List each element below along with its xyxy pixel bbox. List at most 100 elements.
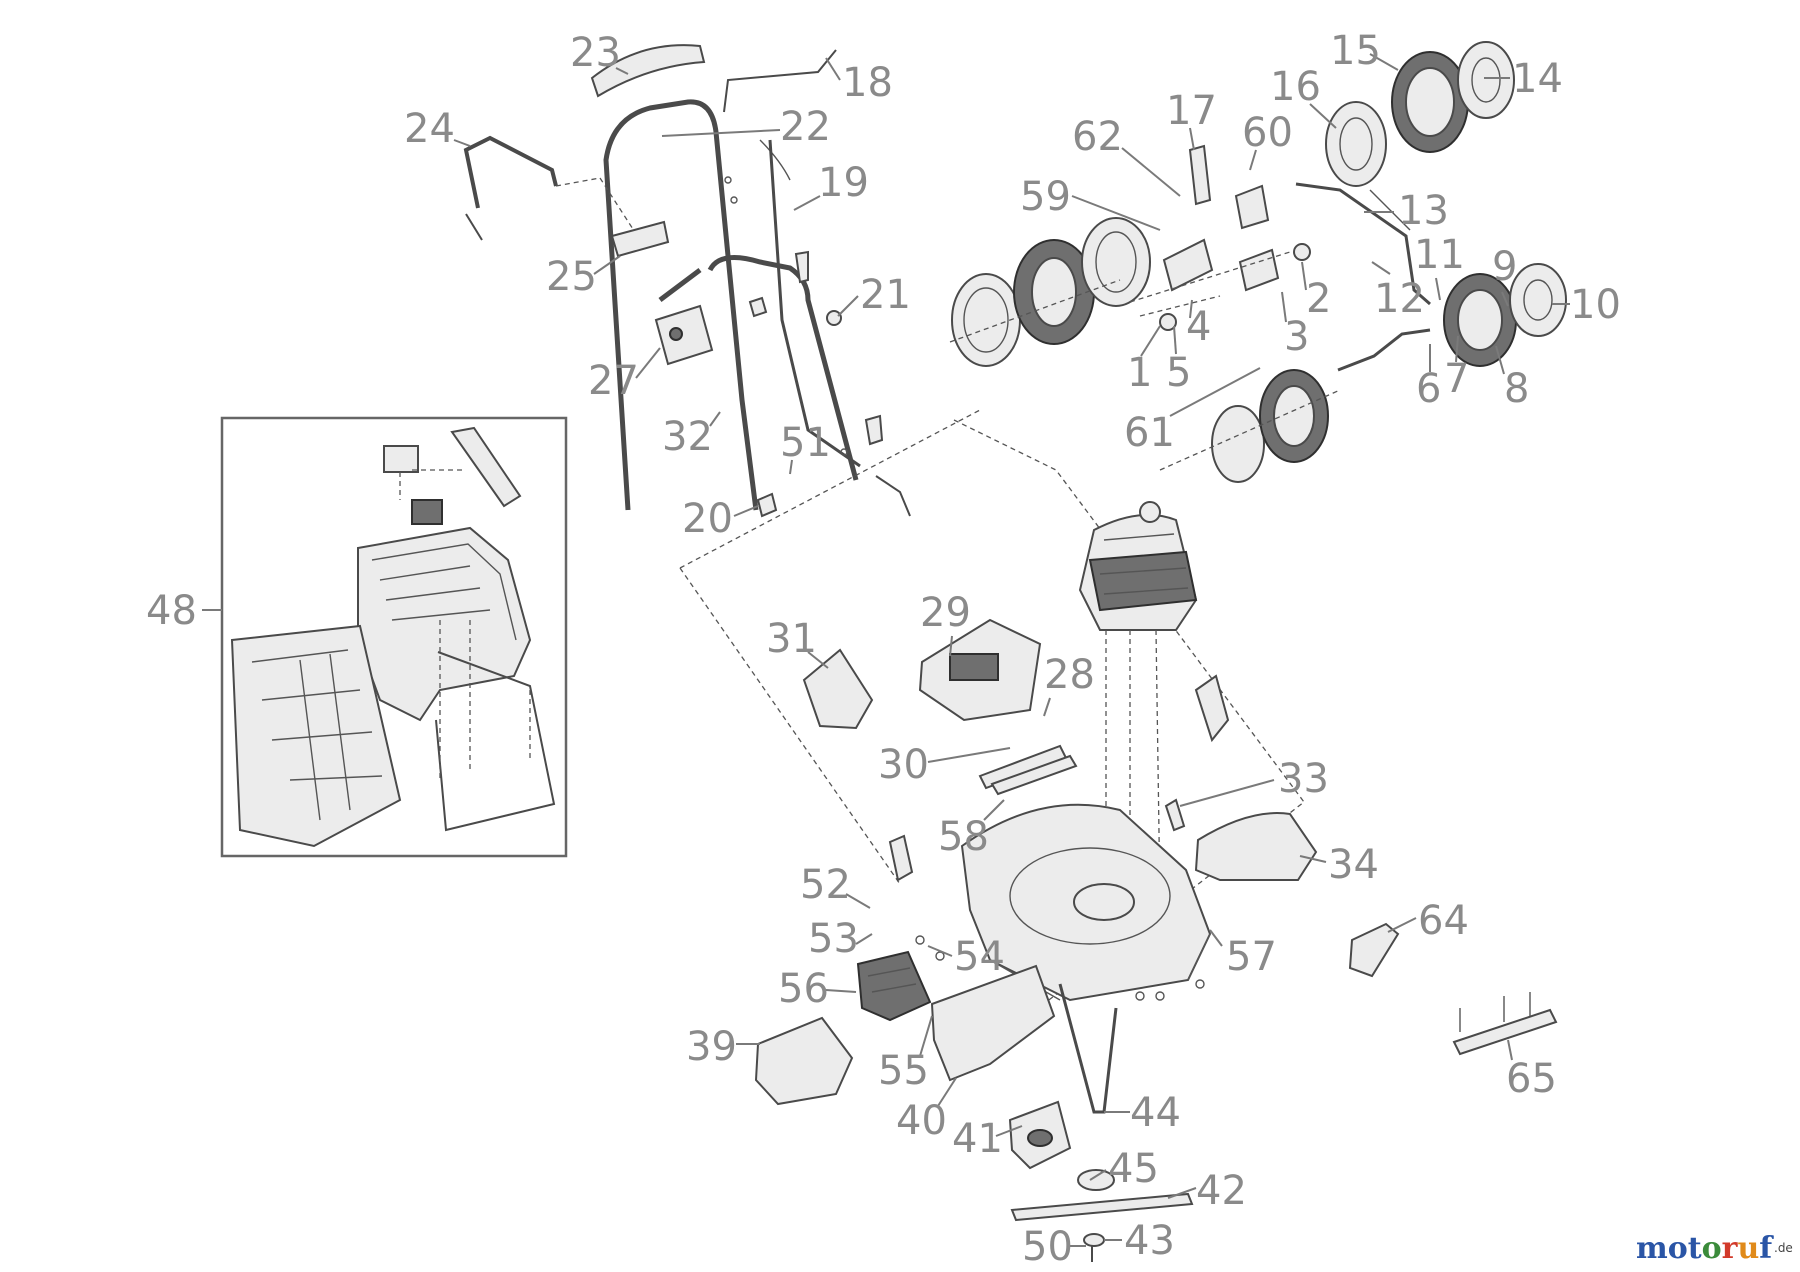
part-label: 3 <box>1284 314 1309 360</box>
part-label: 23 <box>570 30 621 76</box>
part-label: 29 <box>920 590 971 636</box>
watermark-text: motoruf <box>1636 1231 1774 1266</box>
part-label: 62 <box>1072 114 1123 160</box>
leader-line <box>1249 149 1257 171</box>
leader-line <box>807 651 829 669</box>
part-label: 24 <box>404 106 455 152</box>
part-label: 11 <box>1414 232 1465 278</box>
leader-line <box>1507 1039 1513 1061</box>
leader-line <box>1169 367 1261 417</box>
part-label: 20 <box>682 496 733 542</box>
leader-line <box>1179 779 1275 807</box>
leader-line <box>837 295 859 317</box>
part-label: 28 <box>1044 652 1095 698</box>
motoruf-watermark: motoruf .de <box>1636 1231 1793 1266</box>
leader-line <box>983 799 1005 821</box>
leader-line <box>1121 147 1181 197</box>
watermark-letter: o <box>1702 1231 1722 1266</box>
leader-line <box>789 459 793 475</box>
leader-line <box>1495 345 1505 375</box>
part-label: 54 <box>954 934 1005 980</box>
handle-assembly <box>463 44 911 518</box>
part-label: 15 <box>1330 28 1381 74</box>
leader-line <box>1455 335 1459 363</box>
part-label: 59 <box>1020 174 1071 220</box>
leader-line <box>1043 697 1051 717</box>
leader-line <box>845 893 871 909</box>
leader-line <box>1189 127 1195 151</box>
leader-line <box>825 989 857 993</box>
leader-line <box>453 139 471 147</box>
part-label: 43 <box>1124 1218 1175 1264</box>
part-label: 51 <box>780 420 831 466</box>
mower-deck <box>754 618 1558 1262</box>
part-label: 17 <box>1166 88 1217 134</box>
watermark-letter: o <box>1668 1231 1688 1266</box>
leader-line <box>937 1077 957 1107</box>
part-label: 39 <box>686 1024 737 1070</box>
leader-line <box>995 1125 1023 1137</box>
leader-line <box>1369 53 1399 71</box>
part-label: 2 <box>1306 276 1331 322</box>
leader-line <box>1301 261 1307 291</box>
part-label: 27 <box>588 358 639 404</box>
part-label: 55 <box>878 1048 929 1094</box>
svg-text:.de: .de <box>1774 1241 1793 1255</box>
leader-line <box>1299 855 1327 863</box>
leader-line <box>661 129 781 137</box>
leader-line <box>1309 103 1337 129</box>
part-label: 10 <box>1570 282 1621 328</box>
leader-line <box>927 747 1011 763</box>
part-label: 18 <box>842 60 893 106</box>
part-label: 1 <box>1127 350 1152 396</box>
leader-line <box>1071 195 1161 231</box>
watermark-letter: t <box>1688 1231 1702 1266</box>
part-label: 53 <box>808 916 859 962</box>
part-label: 25 <box>546 254 597 300</box>
part-label: 32 <box>662 414 713 460</box>
leader-line <box>919 1015 933 1057</box>
part-label: 9 <box>1492 244 1517 290</box>
part-label: 31 <box>766 616 817 662</box>
leader-line <box>1501 291 1509 307</box>
leader-line <box>1435 277 1441 301</box>
watermark-letter: m <box>1636 1231 1668 1266</box>
leader-line <box>593 255 621 275</box>
watermark-letter: u <box>1737 1231 1759 1266</box>
part-label: 30 <box>878 742 929 788</box>
leader-line <box>1140 325 1161 357</box>
leader-line <box>615 67 629 75</box>
part-label: 5 <box>1166 350 1191 396</box>
part-label: 58 <box>938 814 989 860</box>
part-label: 22 <box>780 104 831 150</box>
leader-line <box>709 411 721 427</box>
watermark-letter: f <box>1759 1231 1774 1266</box>
part-label: 41 <box>952 1116 1003 1162</box>
part-label: 44 <box>1130 1090 1181 1136</box>
part-label: 48 <box>146 588 197 634</box>
leader-line <box>793 195 821 211</box>
part-label: 60 <box>1242 110 1293 156</box>
leader-line <box>1167 1187 1197 1199</box>
part-label: 33 <box>1278 756 1329 802</box>
part-label: 34 <box>1328 842 1379 888</box>
leader-line <box>825 57 841 81</box>
leader-line <box>949 635 953 657</box>
part-label: 61 <box>1124 410 1175 456</box>
part-label: 56 <box>778 966 829 1012</box>
leader-line <box>1387 917 1417 933</box>
leader-line <box>855 933 873 945</box>
part-label: 8 <box>1504 366 1529 412</box>
part-label: 57 <box>1226 934 1277 980</box>
part-label: 40 <box>896 1098 947 1144</box>
part-label: 52 <box>800 862 851 908</box>
part-label: 19 <box>818 160 869 206</box>
part-label: 65 <box>1506 1056 1557 1102</box>
part-label: 6 <box>1416 366 1441 412</box>
leader-line <box>1173 325 1177 355</box>
leader-line <box>927 945 953 957</box>
part-label: 64 <box>1418 898 1469 944</box>
leader-line <box>1371 261 1391 275</box>
